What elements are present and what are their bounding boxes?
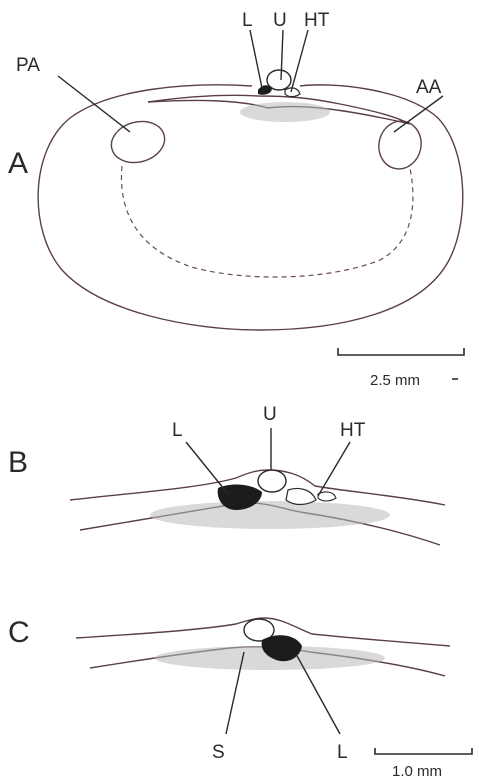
label-s: S: [212, 742, 225, 763]
scale-label-a: 2.5 mm: [370, 372, 420, 389]
panel-letter-a: A: [8, 147, 28, 180]
label-u-a: U: [273, 10, 287, 31]
leader-pa: [58, 76, 130, 132]
label-l-a: L: [242, 10, 253, 31]
leader-ht-b: [318, 442, 350, 496]
label-pa: PA: [16, 55, 40, 76]
leader-aa: [394, 96, 443, 132]
label-u-b: U: [263, 404, 277, 425]
ligament-a: [258, 85, 272, 95]
hinge-shading-b: [150, 501, 390, 529]
panel-letter-b: B: [8, 446, 28, 479]
panel-c: C S L 1.0 mm: [8, 616, 472, 780]
label-l-b: L: [172, 420, 183, 441]
panel-b: B L U HT: [8, 404, 445, 545]
scale-bar-a: [338, 348, 464, 355]
label-l-c: L: [337, 742, 348, 763]
hinge-shading: [240, 102, 330, 122]
label-ht-b: HT: [340, 420, 366, 441]
scale-bar-c: [375, 748, 472, 754]
label-ht-a: HT: [304, 10, 330, 31]
pallial-line: [121, 166, 412, 277]
panel-letter-c: C: [8, 616, 30, 649]
hinge-tooth-b: [286, 488, 316, 504]
posterior-adductor-scar: [107, 116, 170, 169]
scale-label-c: 1.0 mm: [392, 763, 442, 780]
label-aa: AA: [416, 77, 442, 98]
hinge-tooth-a: [285, 88, 300, 97]
panel-a: A L U HT PA AA 2.5 mm: [8, 10, 464, 389]
hinge-tooth-b-small: [318, 492, 336, 501]
leader-ht-a: [291, 30, 308, 92]
leader-l-a: [250, 30, 262, 88]
anterior-adductor-scar: [374, 117, 425, 173]
umbo-b: [258, 470, 286, 492]
